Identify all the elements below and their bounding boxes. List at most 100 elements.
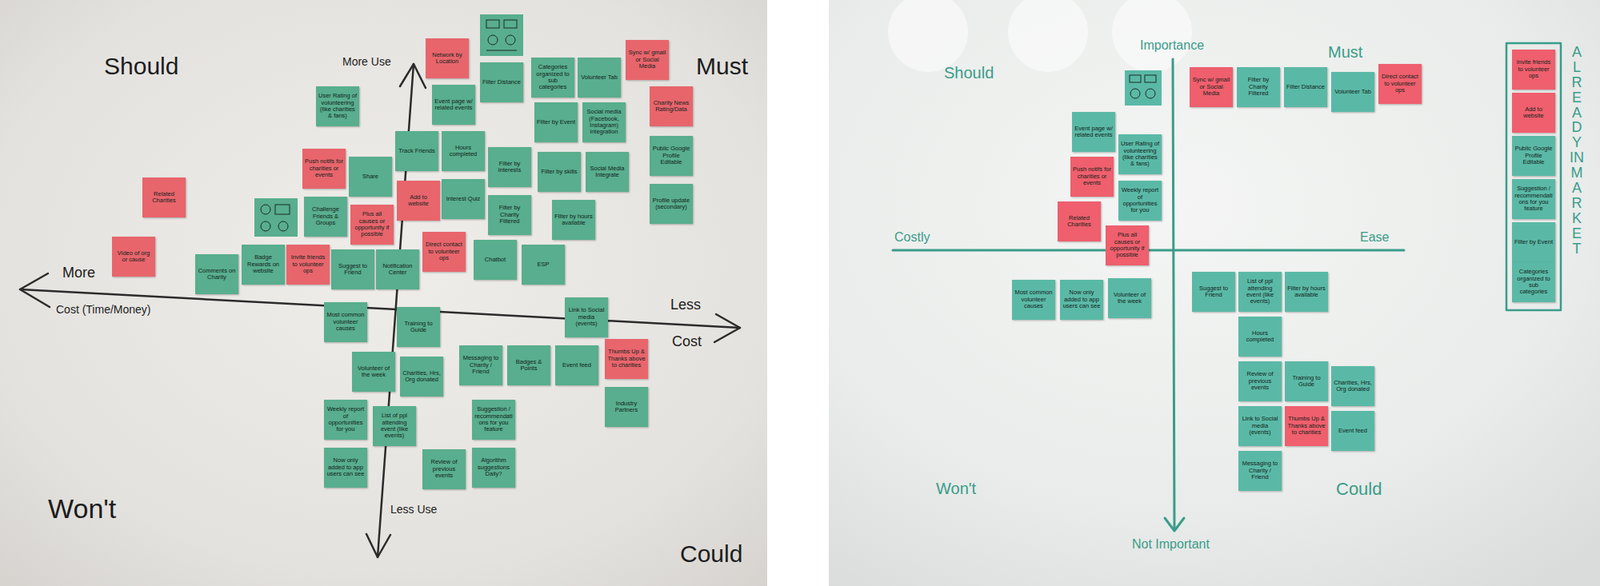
sticky-note: Invite friends to volunteer ops <box>286 244 330 285</box>
sticky-note: Charities, Hrs, Org donated <box>400 356 444 397</box>
sticky-note: Filter Distance <box>1284 67 1328 108</box>
note-text: Push notifs for charities or events <box>304 158 344 179</box>
sticky-note: Sync w/ gmail or Social Media <box>1189 67 1233 108</box>
note-text: Suggest to Friend <box>333 263 372 277</box>
axis-label: More <box>62 265 96 282</box>
sketch-mark <box>260 204 271 215</box>
note-text: Badges & Points <box>509 359 548 373</box>
axis-label: Ease <box>1360 230 1389 245</box>
sticky-note: Profile update (secondary) <box>649 184 693 224</box>
note-text: Suggestion / recommendations for you fea… <box>1514 185 1553 213</box>
sketch-mark <box>278 221 288 232</box>
sticky-note: Interest Quiz <box>441 179 485 220</box>
quadrant-label: Must <box>696 52 748 80</box>
sticky-note: Related Charities <box>1057 201 1101 242</box>
sticky-note: Charity News Rating/Data <box>649 86 693 127</box>
note-text: Industry Partners <box>607 400 646 415</box>
sticky-note: Plus all causes or opportunity if possib… <box>350 204 394 245</box>
sticky-note: Algorithm suggestions Daily? <box>472 448 516 488</box>
sticky-note: Invite friends to volunteer ops <box>1512 49 1556 90</box>
note-text: Filter by Event <box>1514 239 1553 246</box>
note-text: Hours completed <box>444 144 483 159</box>
sticky-note: Direct contact to volunteer ops <box>422 232 466 272</box>
sketch-note <box>254 198 298 237</box>
note-text: Plus all causes or opportunity if possib… <box>1108 232 1147 260</box>
sticky-note: Notification Center <box>376 249 420 290</box>
note-text: Social Media Integrate <box>588 165 627 180</box>
note-text: Comments on Charity <box>197 268 236 282</box>
sticky-note: Filter Distance <box>480 62 524 103</box>
note-text: Filter by skills <box>540 168 577 176</box>
sketch-note <box>254 198 298 237</box>
sticky-note: Add to website <box>396 180 440 221</box>
note-text: Event feed <box>562 362 592 369</box>
note-text: Filter by Charity Filtered <box>490 204 529 225</box>
axis-label: More Use <box>342 56 392 68</box>
sticky-note: Review of previous events <box>422 449 466 490</box>
note-text: Volunteer Tab <box>580 74 618 81</box>
sticky-note: Link to Social media (events) <box>564 297 608 338</box>
note-text: Charities, Hrs, Org donated <box>1333 380 1372 394</box>
sticky-note: Social Media Integrate <box>585 152 629 192</box>
note-text: Training to Guide <box>1287 375 1326 389</box>
sketch-note <box>480 14 524 56</box>
sticky-note: Hours completed <box>441 131 485 172</box>
sticky-note: Badges & Points <box>507 345 551 386</box>
note-text: Filter by interests <box>490 160 529 175</box>
sticky-note: Suggest to Friend <box>331 249 375 290</box>
sticky-note: ESP <box>521 244 565 285</box>
sketch-mark <box>1130 88 1140 99</box>
note-text: Volunteer Tab <box>1334 88 1372 96</box>
note-text: Training to Guide <box>399 320 438 335</box>
sticky-note: Categories organized to sub categories <box>531 57 575 98</box>
axis-label: Importance <box>1140 38 1204 53</box>
note-text: Most common volunteer causes <box>1014 289 1053 310</box>
sticky-note: Link to Social media (events) <box>1238 406 1282 447</box>
note-text: Push notifs for charities or events <box>1072 166 1112 187</box>
note-text: Suggestion / recommendations for you fea… <box>474 406 513 434</box>
sticky-note: Suggestion / recommendations for you fea… <box>1512 179 1556 220</box>
note-text: Event feed <box>1338 428 1368 435</box>
note-text: Algorithm suggestions Daily? <box>474 457 513 478</box>
note-text: Now only added to app users can see <box>1062 289 1101 310</box>
market-bracket-box <box>1506 43 1561 311</box>
sticky-note: Filter by skills <box>537 152 581 192</box>
note-text: List of ppl attending event (like events… <box>1240 278 1280 306</box>
note-text: Categories organized to sub categories <box>1514 268 1553 296</box>
note-text: Filter by hours available <box>1287 285 1326 300</box>
sticky-note: Volunteer of the week <box>1108 278 1152 319</box>
arrow-head <box>1164 518 1184 532</box>
note-text: Weekly report of opportunities for you <box>1120 187 1160 215</box>
vertical-heading: ALREADY IN MARKET <box>1569 44 1584 256</box>
axis-label: Cost (Time/Money) <box>56 304 152 316</box>
sticky-note: Public Google Profile Editable <box>649 136 693 176</box>
sketch-mark <box>505 35 516 45</box>
cost-axis <box>20 289 740 328</box>
sticky-note: Hours completed <box>1238 316 1282 357</box>
right-photo <box>828 0 1600 586</box>
sticky-note: User Rating of volunteering (like charit… <box>316 86 360 127</box>
sticky-note: Charities, Hrs, Org donated <box>1331 366 1375 407</box>
sticky-note: Sync w/ gmail or Social Media <box>625 40 669 80</box>
light-glare <box>1112 0 1192 72</box>
sticky-note: Categories organized to sub categories <box>1512 262 1556 303</box>
sticky-note: Filter by interests <box>488 147 532 188</box>
sticky-note: Messaging to Charity / Friend <box>459 345 503 386</box>
note-text: Filter by hours available <box>554 213 593 228</box>
note-text: Review of previous events <box>424 459 464 480</box>
sticky-note: Messaging to Charity / Friend <box>1238 451 1282 492</box>
sticky-note: Training to Guide <box>1284 361 1328 402</box>
sticky-note: Thumbs Up & Thanks above to charities <box>604 339 648 380</box>
sketch-mark <box>275 204 290 215</box>
note-text: Profile update (secondary) <box>652 197 691 212</box>
note-text: Event page w/ related events <box>434 98 473 112</box>
note-text: User Rating of volunteering (like charit… <box>1120 140 1160 168</box>
note-text: ESP <box>536 261 549 268</box>
note-text: Network by Location <box>428 52 467 66</box>
quadrant-label: Could <box>1336 480 1382 500</box>
sticky-note: Plus all causes or opportunity if possib… <box>1105 225 1149 266</box>
sketch-mark <box>1144 75 1156 83</box>
axis-label: Cost <box>672 334 702 351</box>
note-text: Link to Social media (events) <box>567 307 606 328</box>
arrow-head <box>714 314 740 343</box>
